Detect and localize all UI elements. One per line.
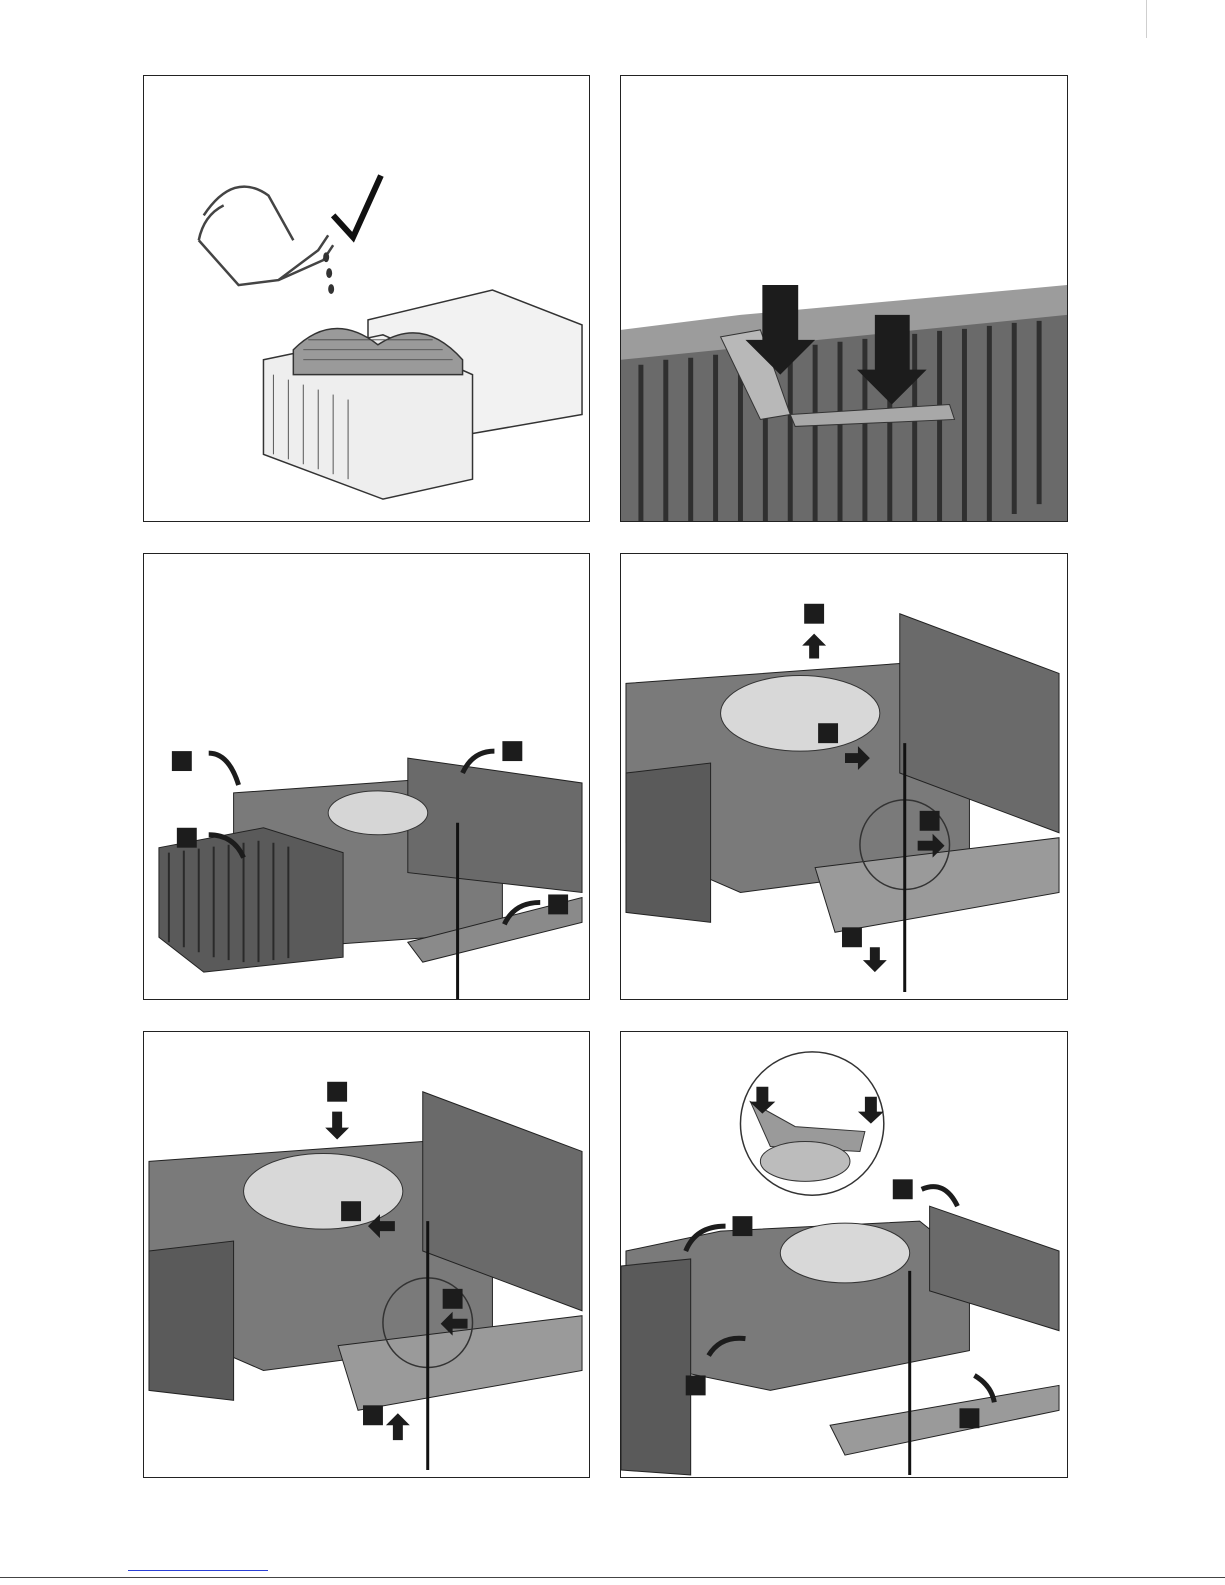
figure-panel-remove-drum [620,553,1068,1000]
step-marker [327,1082,347,1102]
step-marker [959,1408,979,1428]
step-marker [548,894,568,914]
figure-panel-fill-water [143,75,590,522]
figure-panel-press-handle [620,75,1068,522]
up-arrow-icon [802,634,826,659]
step-marker [177,828,197,848]
page-edge-mark [1146,0,1147,38]
checkmark-icon [333,176,381,238]
water-drops-icon [323,252,334,294]
step-marker [818,723,838,743]
step-marker [893,1179,913,1199]
footer-rule [0,1577,1225,1578]
step-marker [686,1375,706,1395]
watering-can-icon [199,187,333,285]
up-arrow-icon [386,1413,410,1440]
curved-arrow-icon [209,753,239,785]
step-marker [502,741,522,761]
figure-panel-open-covers [143,553,590,1000]
step-marker [443,1289,463,1309]
down-arrow-icon [863,947,887,972]
step-marker [363,1405,383,1425]
step-marker [172,751,192,771]
down-arrow-icon [325,1112,349,1140]
step-marker [804,604,824,624]
footer-link-rule [128,1570,268,1571]
figure-panel-insert-drum [143,1031,590,1478]
step-marker [733,1216,753,1236]
step-marker [842,927,862,947]
step-marker [920,811,940,831]
step-marker [341,1201,361,1221]
curved-arrow-icon [922,1187,958,1207]
figure-panel-close-covers [620,1031,1068,1478]
humidifier-unit [263,290,582,499]
